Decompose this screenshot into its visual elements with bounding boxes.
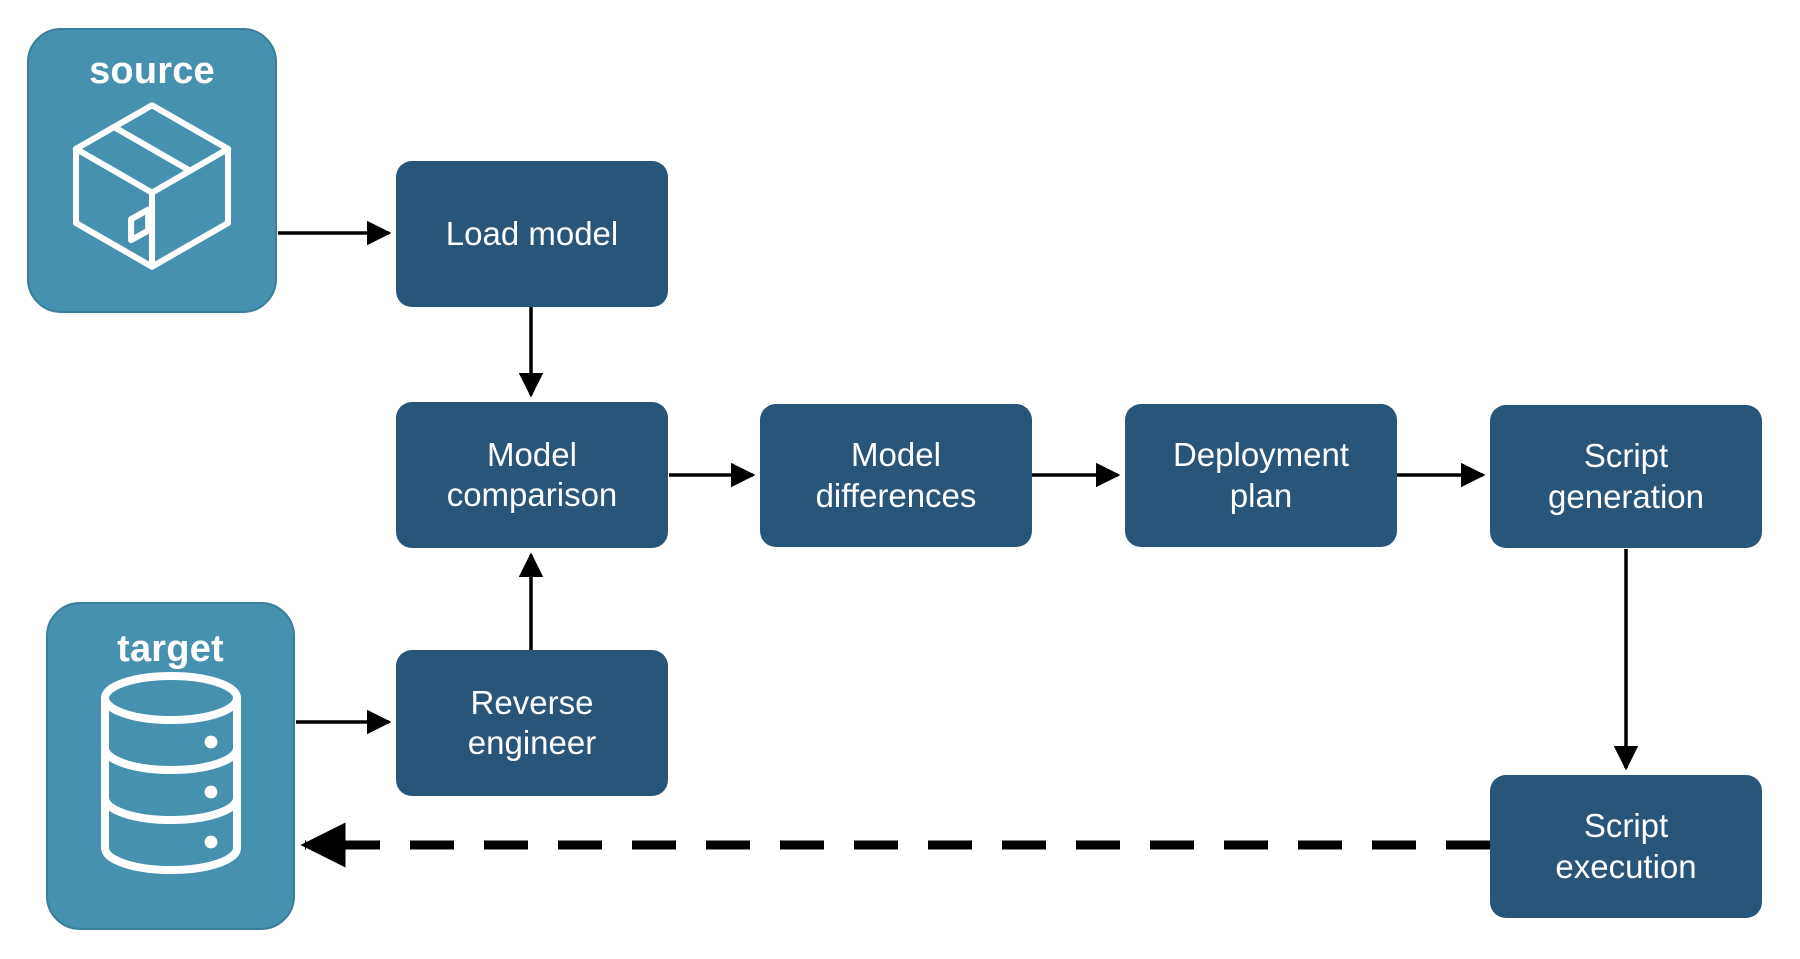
node-load-model[interactable]: Load model	[396, 161, 668, 307]
node-model-comparison-line-2: comparison	[446, 476, 618, 513]
node-model-differences-line-2: differences	[815, 476, 977, 514]
node-model-comparison-line-1: Model	[487, 435, 577, 473]
node-script-execution[interactable]: Script execution	[1490, 775, 1762, 918]
node-deployment-plan[interactable]: Deployment plan	[1125, 404, 1397, 547]
database-cylinder-icon	[85, 668, 257, 883]
node-model-comparison-label: Model comparison	[437, 435, 628, 516]
node-reverse-engineer[interactable]: Reverse engineer	[396, 650, 668, 796]
node-source[interactable]: source	[27, 28, 277, 313]
node-model-differences-line-1: Model	[851, 436, 941, 474]
node-deployment-plan-line-1: Deployment	[1172, 436, 1350, 474]
node-load-model-line-1: Load model	[445, 214, 619, 252]
node-script-execution-line-2: execution	[1555, 847, 1697, 885]
node-deployment-plan-line-2: plan	[1229, 476, 1293, 514]
node-model-differences[interactable]: Model differences	[760, 404, 1032, 547]
node-deployment-plan-label: Deployment plan	[1163, 435, 1359, 516]
node-reverse-engineer-label: Reverse engineer	[458, 683, 606, 764]
node-model-comparison[interactable]: Model comparison	[396, 402, 668, 548]
node-script-generation[interactable]: Script generation	[1490, 405, 1762, 548]
node-script-execution-line-1: Script	[1583, 807, 1669, 845]
node-script-generation-label: Script generation	[1538, 436, 1714, 517]
node-load-model-label: Load model	[436, 214, 628, 254]
node-script-execution-label: Script execution	[1545, 806, 1706, 887]
node-script-generation-line-2: generation	[1548, 477, 1704, 515]
node-target[interactable]: target	[46, 602, 295, 930]
node-model-differences-label: Model differences	[806, 435, 987, 516]
node-reverse-engineer-line-1: Reverse	[470, 683, 594, 721]
node-target-label: target	[117, 628, 224, 670]
node-reverse-engineer-line-2: engineer	[467, 724, 597, 761]
node-script-generation-line-1: Script	[1583, 437, 1669, 475]
package-box-icon	[57, 90, 247, 285]
node-source-label: source	[89, 50, 215, 92]
